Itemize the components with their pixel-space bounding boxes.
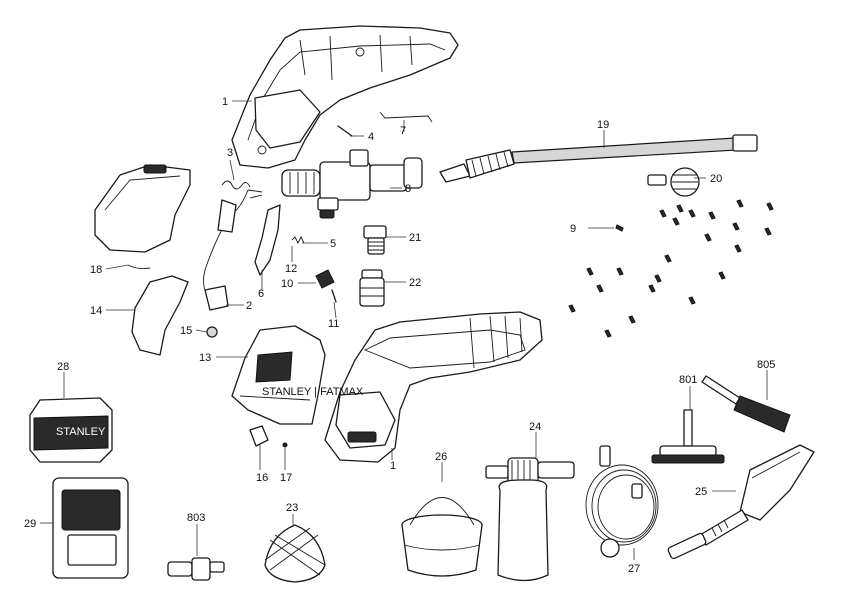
callout-20: 20 (710, 173, 722, 185)
callout-1-lower: 1 (390, 460, 396, 472)
storage-bag (264, 524, 326, 583)
callout-19: 19 (597, 119, 609, 131)
callout-12: 12 (285, 263, 297, 275)
callout-13: 13 (199, 352, 211, 364)
callout-803: 803 (187, 512, 205, 524)
callout-2: 2 (246, 300, 252, 312)
callout-labels: 1 4 7 3 8 9 19 20 21 22 5 12 6 10 11 2 1… (24, 96, 775, 575)
callout-28: 28 (57, 361, 69, 373)
scrub-brush (701, 375, 791, 433)
leader-lines (40, 100, 768, 560)
trigger (254, 204, 281, 276)
pump-assembly (281, 149, 423, 219)
callout-22: 22 (409, 277, 421, 289)
screw-small (282, 442, 288, 448)
callout-14: 14 (90, 305, 102, 317)
callout-805: 805 (757, 359, 775, 371)
battery-latch (249, 425, 269, 447)
callout-29: 29 (24, 518, 36, 530)
callout-21: 21 (409, 232, 421, 244)
battery-interface: STANLEY | FATMAX (231, 325, 364, 425)
callout-23: 23 (286, 502, 298, 514)
callout-17: 17 (280, 472, 292, 484)
callout-801: 801 (679, 374, 697, 386)
knob (206, 326, 218, 338)
callout-15: 15 (180, 325, 192, 337)
screws (568, 199, 774, 338)
suction-hose (585, 445, 659, 558)
switch-wiring-assembly (203, 189, 263, 311)
callout-10: 10 (281, 278, 293, 290)
spray-lance (439, 134, 758, 183)
callout-16: 16 (256, 472, 268, 484)
floor-cleaner-attachment (651, 409, 725, 464)
callout-26: 26 (435, 451, 447, 463)
callout-11: 11 (328, 318, 339, 330)
inlet-fitting (363, 225, 387, 255)
retaining-clip (127, 264, 151, 270)
callout-18: 18 (90, 264, 102, 276)
latch (315, 269, 335, 289)
small-spring (291, 235, 305, 245)
housing-brand-mark: STANLEY | FATMAX (262, 386, 364, 398)
battery-charger (52, 477, 129, 579)
callout-27: 27 (628, 563, 640, 575)
trigger-spring (221, 180, 251, 190)
callout-8: 8 (405, 183, 411, 195)
quick-adapter (167, 557, 225, 581)
callout-4: 4 (368, 131, 374, 143)
battery-housing-cover (94, 164, 191, 253)
collapsible-bucket (401, 497, 483, 577)
latch-pin (331, 289, 337, 303)
foam-cannon-bottle (485, 457, 575, 582)
callout-5: 5 (330, 238, 336, 250)
side-cap (131, 275, 189, 356)
callout-1-upper: 1 (222, 96, 228, 108)
housing-half-upper (231, 25, 459, 169)
spray-nozzle (647, 167, 700, 197)
rod (379, 111, 433, 123)
surface-brush-lance (667, 444, 815, 560)
callout-3: 3 (227, 147, 233, 159)
callout-24: 24 (529, 421, 541, 433)
callout-9: 9 (570, 223, 576, 235)
callout-7: 7 (400, 125, 406, 137)
callout-25: 25 (695, 486, 707, 498)
hose-connector (359, 269, 385, 307)
battery-brand-mark: STANLEY | FATMAX (56, 426, 158, 438)
battery-pack: STANLEY | FATMAX (29, 397, 158, 463)
callout-6: 6 (258, 288, 264, 300)
pin (337, 125, 353, 137)
